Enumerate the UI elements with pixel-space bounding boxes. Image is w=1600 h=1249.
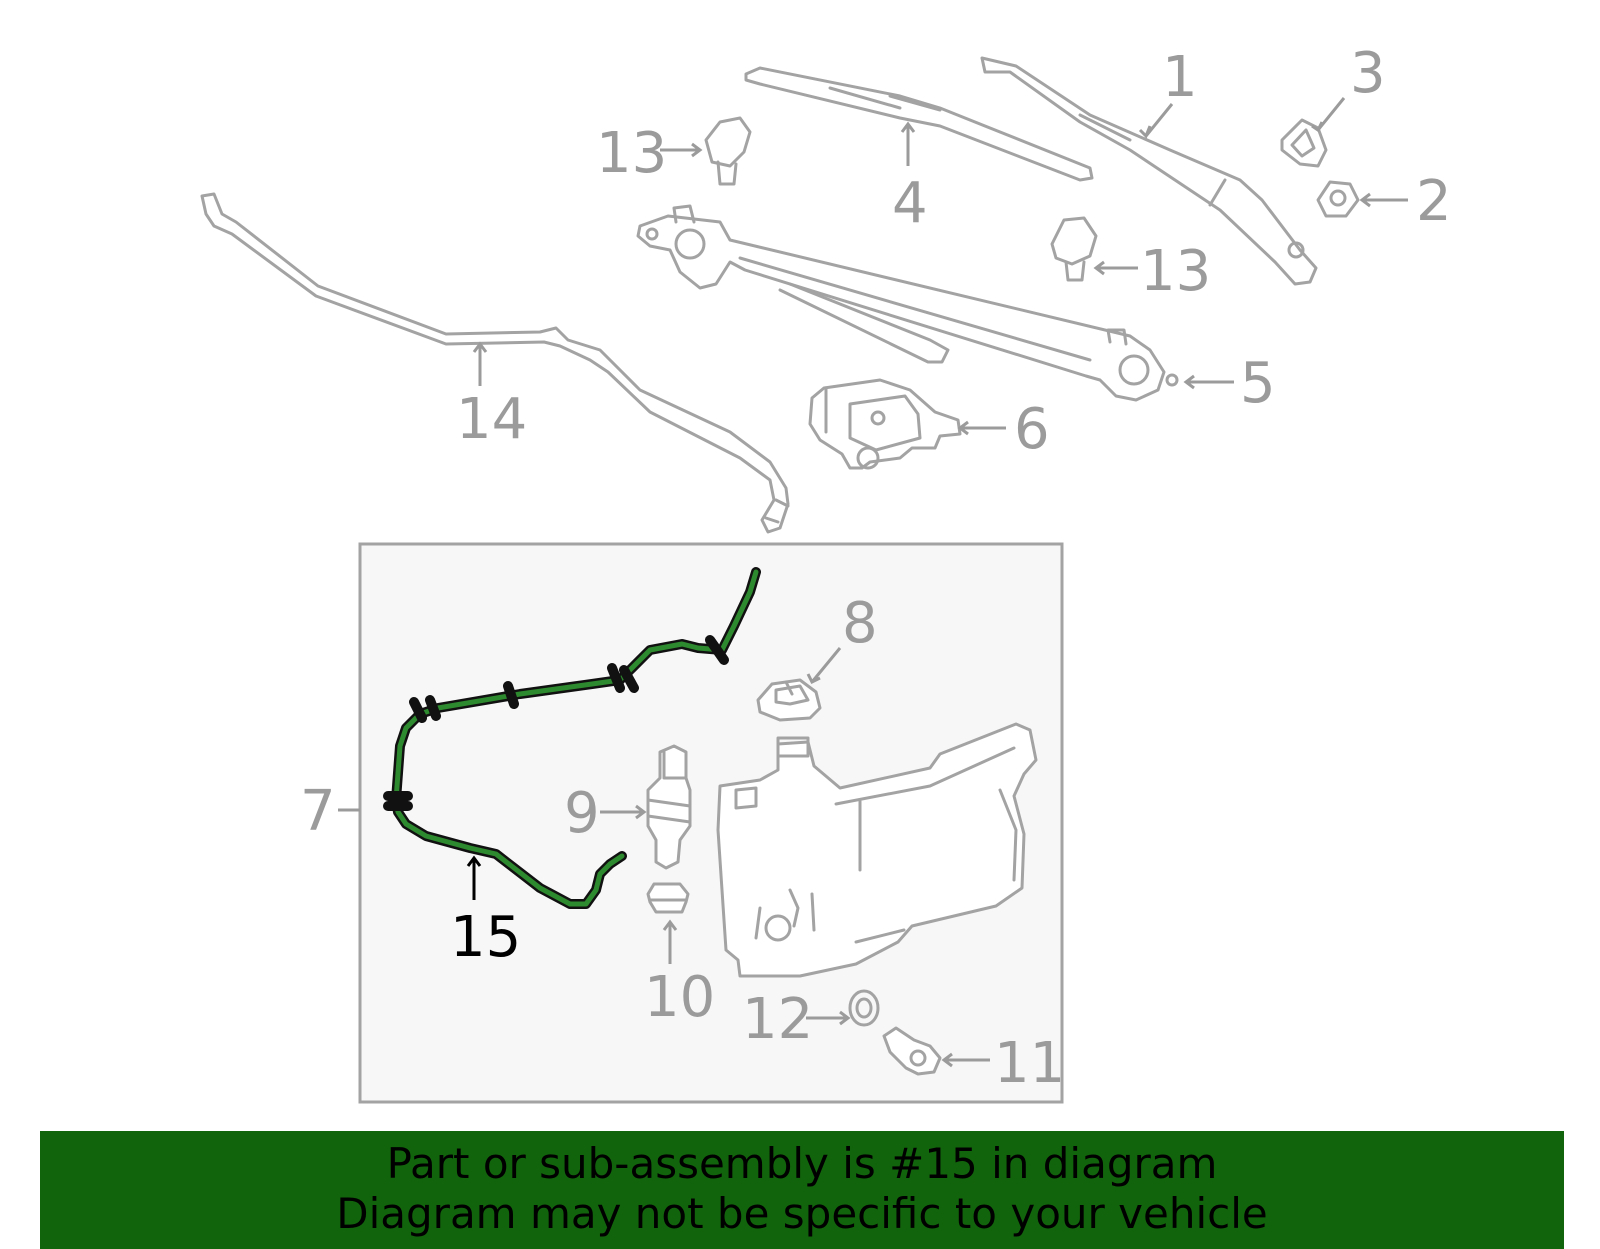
info-banner: Part or sub-assembly is #15 in diagram D…	[40, 1131, 1564, 1249]
callout-6: 6	[1014, 397, 1050, 462]
wiper-arm-part-1[interactable]	[980, 56, 1318, 286]
callout-9: 9	[564, 781, 600, 846]
callout-10: 10	[644, 965, 715, 1030]
grommet-part-10[interactable]	[646, 882, 690, 914]
callout-leaders	[338, 97, 1408, 1068]
seal-part-12[interactable]	[848, 989, 880, 1027]
washer-nozzle-part-13-right[interactable]	[1050, 216, 1098, 282]
callout-12: 12	[742, 987, 813, 1052]
level-sensor-part-11[interactable]	[882, 1026, 942, 1076]
callout-1: 1	[1162, 45, 1198, 110]
callout-4: 4	[892, 171, 928, 236]
callout-2: 2	[1416, 169, 1452, 234]
banner-line-part-number: Part or sub-assembly is #15 in diagram	[386, 1139, 1218, 1188]
washer-hose-part-15[interactable]	[383, 567, 761, 909]
banner-line-disclaimer: Diagram may not be specific to your vehi…	[336, 1189, 1268, 1238]
callout-13-upper: 13	[596, 121, 667, 186]
washer-pump-part-9[interactable]	[646, 744, 692, 870]
washer-nozzle-part-13-upper[interactable]	[704, 116, 752, 186]
callout-11: 11	[994, 1031, 1065, 1096]
wiper-motor-part-6[interactable]	[808, 378, 962, 470]
wiper-linkage-part-5[interactable]	[636, 204, 1179, 402]
callout-7: 7	[300, 779, 336, 844]
washer-reservoir-tank[interactable]	[716, 722, 1038, 978]
callout-3: 3	[1350, 41, 1386, 106]
callout-5: 5	[1240, 351, 1276, 416]
callout-14: 14	[456, 387, 527, 452]
reservoir-cap-part-8[interactable]	[756, 678, 822, 722]
callout-13-right: 13	[1140, 239, 1211, 304]
washer-hose-part-14[interactable]	[200, 192, 790, 534]
callout-15-highlighted: 15	[450, 905, 521, 970]
cap-part-3[interactable]	[1280, 118, 1328, 168]
callout-8: 8	[842, 591, 878, 656]
wiper-blade-part-4[interactable]	[744, 66, 1094, 182]
nut-part-2[interactable]	[1316, 180, 1360, 218]
